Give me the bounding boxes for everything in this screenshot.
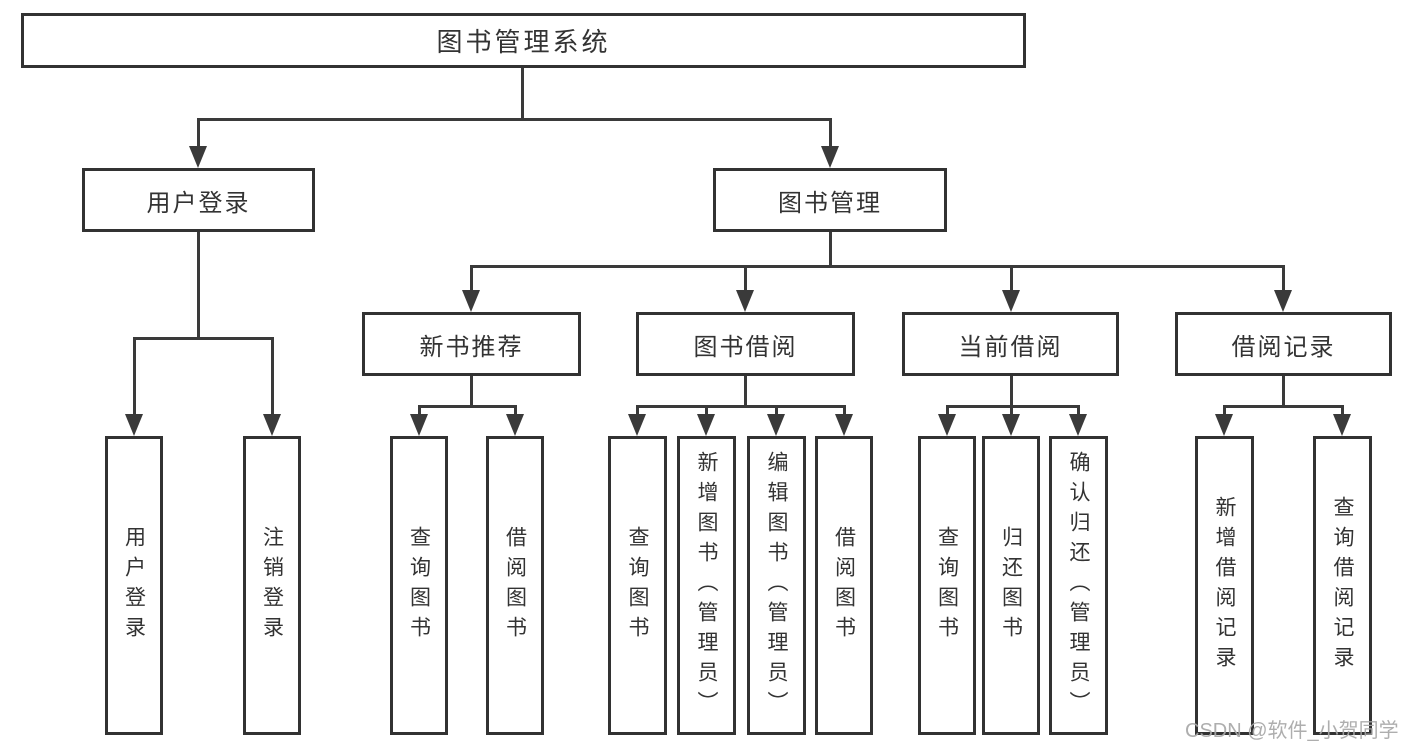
node-label: 新增图书（管理员） (695, 450, 719, 721)
connector-book-management-trunk (828, 232, 832, 265)
arrow-down-icon (1215, 414, 1233, 436)
connector-stem (1076, 405, 1080, 414)
node-label: 用户登录 (146, 189, 251, 217)
node-user-login: 用户登录 (82, 168, 315, 232)
connector-stem (945, 405, 949, 414)
node-label: 图书管理系统 (436, 27, 611, 57)
connector-stem (774, 405, 778, 414)
connector-user-login-rail (132, 337, 274, 340)
arrow-down-icon (506, 414, 524, 436)
leaf-add-borrow-record: 新增借阅记录 (1195, 436, 1254, 735)
connector-stem (842, 405, 846, 414)
connector-stem (743, 265, 747, 290)
arrow-down-icon (1069, 414, 1087, 436)
arrow-down-icon (697, 414, 715, 436)
leaf-confirm-return-admin: 确认归还（管理员） (1049, 436, 1108, 735)
connector-group-trunk (1009, 375, 1013, 405)
connector-stem (469, 265, 473, 290)
arrow-down-icon (462, 290, 480, 312)
node-label: 借阅图书 (832, 525, 856, 646)
connector-stem (132, 337, 136, 414)
connector-group-trunk (743, 375, 747, 405)
connector-stem (828, 118, 832, 146)
node-book-management-system: 图书管理系统 (21, 13, 1026, 68)
connector-stem (1281, 265, 1285, 290)
arrow-down-icon (938, 414, 956, 436)
connector-stem (1340, 405, 1344, 414)
node-label: 查询借阅记录 (1331, 495, 1355, 676)
node-label: 当前借阅 (958, 333, 1063, 361)
connector-stem (196, 118, 200, 146)
node-label: 新书推荐 (419, 333, 524, 361)
connector-group-rail (635, 405, 846, 408)
node-label: 借阅图书 (503, 525, 527, 646)
node-label: 用户登录 (122, 525, 146, 646)
connector-stem (1222, 405, 1226, 414)
arrow-down-icon (767, 414, 785, 436)
arrow-down-icon (821, 146, 839, 168)
connector-root-trunk (520, 68, 524, 118)
connector-stem (513, 405, 517, 414)
arrow-down-icon (410, 414, 428, 436)
node-label: 注销登录 (260, 525, 284, 646)
leaf-user-login: 用户登录 (105, 436, 163, 735)
node-book-management: 图书管理 (713, 168, 947, 232)
node-label: 图书管理 (778, 189, 882, 217)
node-label: 查询图书 (626, 525, 650, 646)
connector-level2-rail (196, 118, 831, 121)
leaf-query-books-current: 查询图书 (918, 436, 976, 735)
node-label: 编辑图书（管理员） (765, 450, 789, 721)
connector-stem (270, 337, 274, 414)
leaf-query-books-borrowing: 查询图书 (608, 436, 667, 735)
connector-user-login-trunk (196, 232, 200, 337)
connector-group-trunk (469, 375, 473, 405)
connector-group-rail (945, 405, 1080, 408)
node-label: 图书借阅 (693, 333, 798, 361)
arrow-down-icon (125, 414, 143, 436)
leaf-query-borrow-record: 查询借阅记录 (1313, 436, 1372, 735)
node-current-borrowing: 当前借阅 (902, 312, 1119, 376)
node-label: 查询图书 (407, 525, 431, 646)
arrow-down-icon (736, 290, 754, 312)
node-label: 归还图书 (999, 525, 1023, 646)
leaf-return-books: 归还图书 (982, 436, 1040, 735)
node-book-borrowing: 图书借阅 (636, 312, 855, 376)
node-label: 借阅记录 (1231, 333, 1336, 361)
connector-stem (704, 405, 708, 414)
connector-stem (1009, 265, 1013, 290)
connector-group-trunk (1281, 375, 1285, 405)
connector-stem (417, 405, 421, 414)
leaf-borrow-books-borrowing: 借阅图书 (815, 436, 873, 735)
arrow-down-icon (1333, 414, 1351, 436)
leaf-query-books-recommend: 查询图书 (390, 436, 448, 735)
arrow-down-icon (835, 414, 853, 436)
leaf-borrow-books-recommend: 借阅图书 (486, 436, 544, 735)
connector-stem (635, 405, 639, 414)
node-borrowing-records: 借阅记录 (1175, 312, 1392, 376)
leaf-logout-login: 注销登录 (243, 436, 301, 735)
arrow-down-icon (1002, 414, 1020, 436)
arrow-down-icon (1274, 290, 1292, 312)
arrow-down-icon (1002, 290, 1020, 312)
arrow-down-icon (263, 414, 281, 436)
leaf-add-books-admin: 新增图书（管理员） (677, 436, 736, 735)
connector-level3-rail (469, 265, 1285, 268)
node-label: 确认归还（管理员） (1067, 450, 1091, 721)
arrow-down-icon (628, 414, 646, 436)
arrow-down-icon (189, 146, 207, 168)
node-new-book-recommend: 新书推荐 (362, 312, 581, 376)
leaf-edit-books-admin: 编辑图书（管理员） (747, 436, 806, 735)
connector-stem (1009, 405, 1013, 414)
connector-group-rail (1222, 405, 1344, 408)
csdn-watermark: CSDN @软件_小贺同学 (1185, 720, 1399, 742)
node-label: 新增借阅记录 (1213, 495, 1237, 676)
node-label: 查询图书 (935, 525, 959, 646)
connector-group-rail (417, 405, 517, 408)
